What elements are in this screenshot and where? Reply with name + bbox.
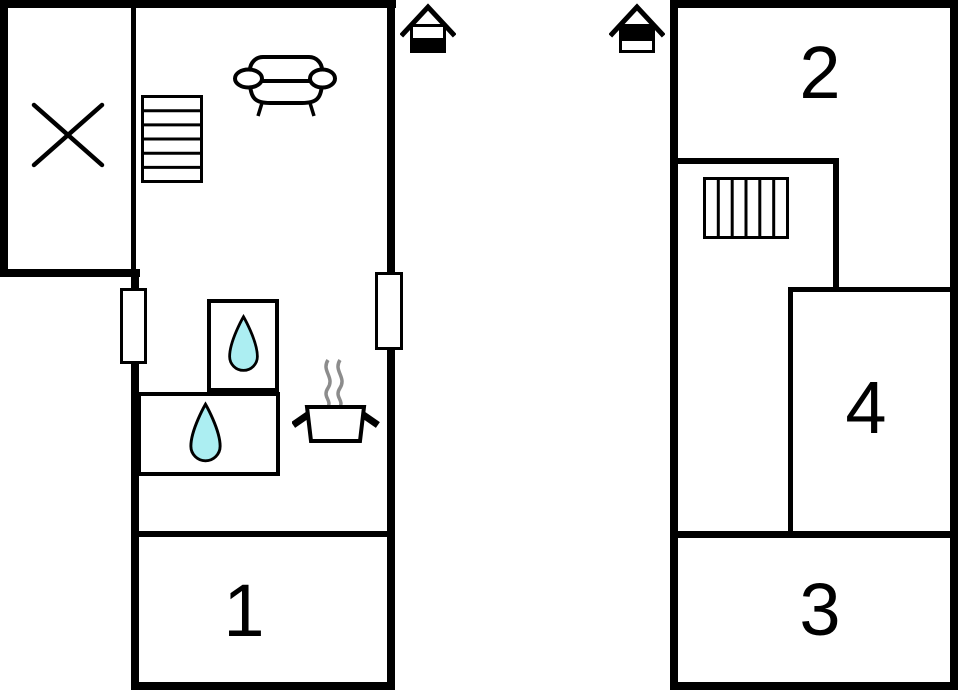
wall-segment [0,0,8,277]
wall-segment [678,158,839,164]
room-label-2: 2 [799,31,841,114]
crossed-out-area-icon [31,102,105,168]
room-label-3: 3 [799,568,841,651]
wall-segment [131,682,395,690]
stairs-icon [703,177,789,239]
steam-icon [336,359,344,408]
wall-segment [131,8,136,269]
wall-segment [670,0,678,690]
wall-segment [950,0,958,690]
house-floor-indicator-icon [609,3,665,53]
wall-segment [833,158,839,292]
wall-segment [678,531,950,538]
room-label-4: 4 [845,366,887,449]
wall-segment [788,287,793,537]
house-floor-indicator-icon [400,3,456,53]
wall-segment [670,682,958,690]
water-drop-icon [189,401,222,463]
wall-segment [0,0,396,8]
wall-segment [788,287,950,292]
wall-segment [131,269,139,690]
cooking-pot-icon [292,359,380,443]
wall-segment [139,531,387,537]
steam-icon [324,359,332,408]
sofa-icon [233,55,337,117]
window-marker [375,272,403,350]
water-drop-icon [228,314,259,372]
wall-segment [670,0,958,8]
wall-segment [0,269,140,277]
window-marker [120,288,147,364]
room-label-1: 1 [223,569,265,652]
stairs-icon [141,95,203,183]
